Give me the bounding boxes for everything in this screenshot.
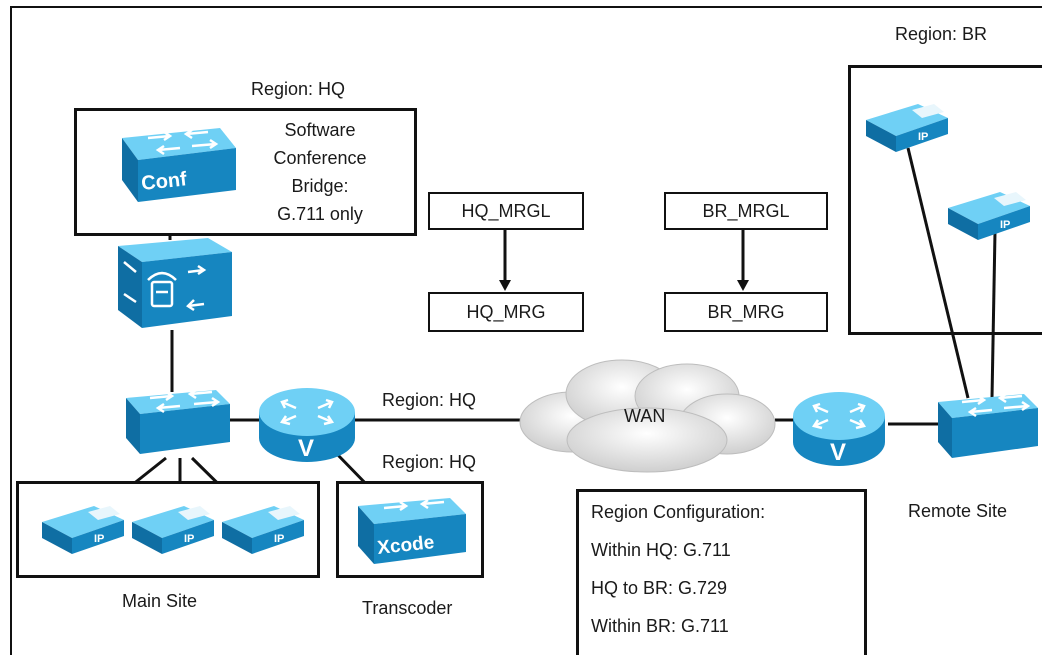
arrowhead-br — [737, 280, 749, 291]
conf-text-line-1: Software — [284, 120, 356, 140]
conf-text-line-2: Conference — [273, 148, 367, 168]
phone-3-label: IP — [274, 533, 284, 545]
br-region-box — [848, 65, 1042, 335]
main-site-switch-icon[interactable] — [118, 382, 238, 462]
call-manager-icon[interactable] — [108, 232, 238, 332]
region-config-line-3: Within BR: G.711 — [591, 616, 729, 636]
conference-bridge-description: Software Conference Bridge: G.711 only — [250, 116, 390, 228]
br-phone-1-icon[interactable]: IP — [862, 98, 952, 158]
hq-router-icon[interactable]: V — [252, 380, 362, 470]
diagram-frame — [10, 6, 1042, 655]
transcoder-icon[interactable]: Xcode — [346, 490, 476, 570]
transcoder-caption: Transcoder — [362, 598, 453, 618]
link-remote-switch-to-phone-1 — [906, 147, 970, 399]
region-label-hq-top: Region: HQ — [251, 79, 346, 99]
phone-2-label: IP — [184, 533, 194, 545]
region-label-br-top: Region: BR — [895, 24, 988, 44]
br-phone-1-label: IP — [918, 131, 928, 143]
br-mrg-box: BR_MRG — [664, 292, 828, 332]
hq-mrgl-box: HQ_MRGL — [428, 192, 584, 230]
br-phone-2-label: IP — [1000, 219, 1010, 231]
region-configuration-box: Region Configuration: Within HQ: G.711 H… — [576, 489, 867, 655]
br-phone-2-icon[interactable]: IP — [944, 186, 1034, 246]
region-config-line-1: Within HQ: G.711 — [591, 540, 731, 560]
remote-router-icon[interactable]: V — [784, 384, 894, 474]
conference-bridge-icon[interactable]: Conf — [108, 120, 238, 210]
br-mrgl-box: BR_MRGL — [664, 192, 828, 230]
hq-router-label: V — [298, 435, 314, 462]
phone-1-label: IP — [94, 533, 104, 545]
hq-region-box — [74, 108, 417, 236]
conf-text-line-3: Bridge: — [291, 176, 349, 196]
region-config-line-2: HQ to BR: G.729 — [591, 578, 728, 598]
remote-site-switch-icon[interactable] — [932, 386, 1042, 466]
hq-mrg-box: HQ_MRG — [428, 292, 584, 332]
remote-site-caption: Remote Site — [908, 501, 1008, 521]
main-site-phone-2-icon[interactable]: IP — [128, 500, 218, 560]
link-remote-switch-to-phone-2 — [990, 231, 997, 399]
remote-router-label: V — [830, 439, 846, 466]
main-site-phone-3-icon[interactable]: IP — [218, 500, 308, 560]
region-label-hq-link: Region: HQ — [382, 390, 477, 410]
wan-cloud-icon: WAN — [519, 359, 776, 473]
arrowhead-hq — [499, 280, 511, 291]
region-config-title: Region Configuration: — [591, 502, 766, 522]
wan-label: WAN — [624, 406, 665, 426]
region-label-hq-xcode: Region: HQ — [382, 452, 477, 472]
main-site-phone-1-icon[interactable]: IP — [38, 500, 128, 560]
conf-icon-label: Conf — [140, 168, 188, 195]
conf-text-line-4: G.711 only — [277, 204, 363, 224]
main-site-caption: Main Site — [122, 591, 198, 611]
